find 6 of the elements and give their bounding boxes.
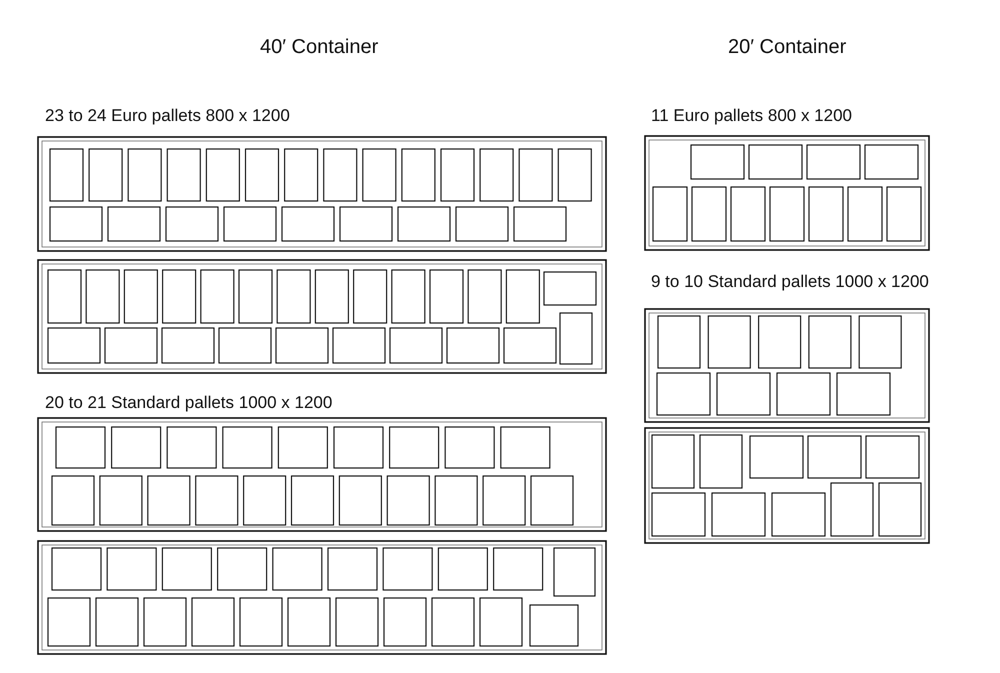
section-heading: 20′ Container xyxy=(728,36,846,58)
plan-caption: 23 to 24 Euro pallets 800 x 1200 xyxy=(45,107,290,126)
plan-caption: 11 Euro pallets 800 x 1200 xyxy=(651,107,852,126)
plan-caption: 9 to 10 Standard pallets 1000 x 1200 xyxy=(651,273,929,292)
plan-caption: 20 to 21 Standard pallets 1000 x 1200 xyxy=(45,394,332,413)
section-heading: 40′ Container xyxy=(260,36,378,58)
